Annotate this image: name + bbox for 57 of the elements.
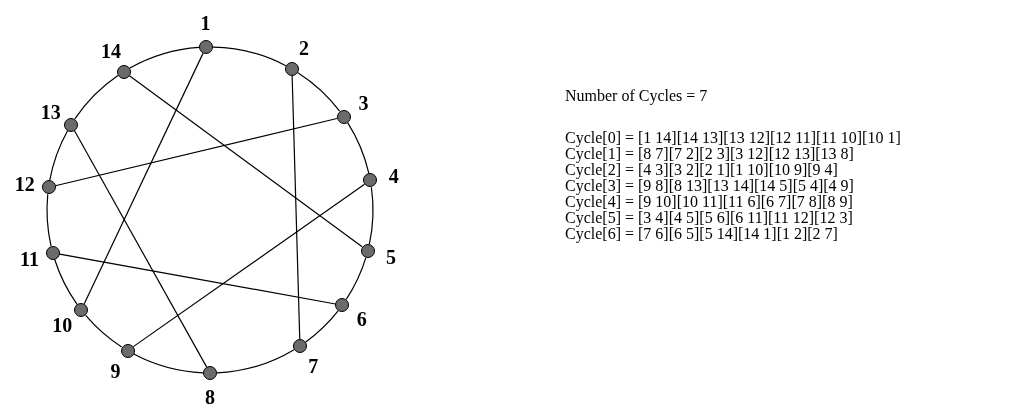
ring-arc bbox=[347, 122, 370, 175]
cycle-list-text: Cycle[4] = [9 10][10 11][11 6][6 7][7 8][8 9] bbox=[565, 194, 854, 210]
chord-line bbox=[54, 117, 338, 187]
ring-arc bbox=[74, 74, 119, 120]
graph-vertex bbox=[284, 62, 299, 77]
vertex-number: 1 bbox=[200, 13, 211, 34]
ring-arc bbox=[305, 310, 339, 343]
vertex-number: 8 bbox=[205, 387, 215, 407]
graph-vertex bbox=[292, 338, 307, 353]
graph-vertex bbox=[41, 180, 56, 195]
cycle-list-text: Cycle[2] = [4 3][3 2][2 1][1 10][10 9][9 4] bbox=[565, 162, 839, 178]
vertex-number: 10 bbox=[52, 314, 73, 335]
graph-vertex bbox=[336, 109, 351, 124]
ring-arc bbox=[54, 258, 78, 305]
vertex-number: 7 bbox=[308, 355, 319, 376]
graph-vertex bbox=[360, 243, 375, 258]
vertex-number: 2 bbox=[299, 38, 309, 59]
vertex-number: 14 bbox=[101, 41, 122, 62]
ring-arc bbox=[49, 130, 69, 182]
cycle-list-text: Cycle[1] = [8 7][7 2][2 3][3 12][12 13][13 8] bbox=[565, 146, 855, 162]
ring-arc bbox=[133, 353, 204, 374]
graph-vertex bbox=[363, 173, 378, 188]
vertex-number: 13 bbox=[40, 102, 61, 123]
cycle-list-text: Cycle[3] = [9 8][8 13][13 14][14 5][5 4][4 9] bbox=[565, 178, 855, 194]
chord-line bbox=[128, 75, 363, 248]
graph-vertex bbox=[199, 40, 213, 55]
vertex-number: 4 bbox=[388, 165, 399, 186]
vertex-number: 3 bbox=[358, 93, 369, 114]
ring-arc bbox=[345, 257, 367, 301]
ring-arc bbox=[46, 193, 52, 247]
vertex-number: 9 bbox=[110, 361, 121, 382]
ring-arc bbox=[297, 72, 341, 112]
graph-vertex bbox=[64, 117, 79, 132]
vertex-number: 5 bbox=[386, 246, 396, 267]
ring-arc bbox=[129, 46, 200, 69]
chord-line bbox=[73, 130, 208, 368]
cycle-list-text: Cycle[6] = [7 6][6 5][5 14][14 1][1 2][2 7] bbox=[565, 226, 839, 242]
cycle-list-text: Cycle[0] = [1 14][14 13][13 12][12 11][11 10][10 1] bbox=[565, 130, 901, 146]
ring-arc bbox=[368, 186, 374, 245]
ring-arc bbox=[85, 314, 123, 348]
chord-line bbox=[59, 253, 336, 305]
vertex-number: 11 bbox=[20, 249, 39, 270]
graph-vertex bbox=[120, 343, 135, 358]
vertex-number: 12 bbox=[14, 174, 35, 194]
graph-vertex bbox=[74, 303, 89, 317]
ring-arc bbox=[212, 46, 287, 67]
graph-vertex bbox=[335, 298, 350, 313]
chord-line bbox=[132, 183, 366, 348]
graph-vertex bbox=[45, 245, 60, 260]
ring-arc bbox=[216, 349, 295, 374]
chord-line bbox=[83, 52, 204, 305]
cycle-list-text: Cycle[5] = [3 4][4 5][5 6][6 11][11 12][12 3] bbox=[565, 210, 854, 226]
graph-vertex bbox=[116, 64, 131, 79]
chord-line bbox=[291, 75, 301, 340]
vertex-number: 6 bbox=[356, 309, 367, 330]
graph-vertex bbox=[203, 366, 217, 380]
cycle-count-text: Number of Cycles = 7 bbox=[565, 88, 709, 104]
